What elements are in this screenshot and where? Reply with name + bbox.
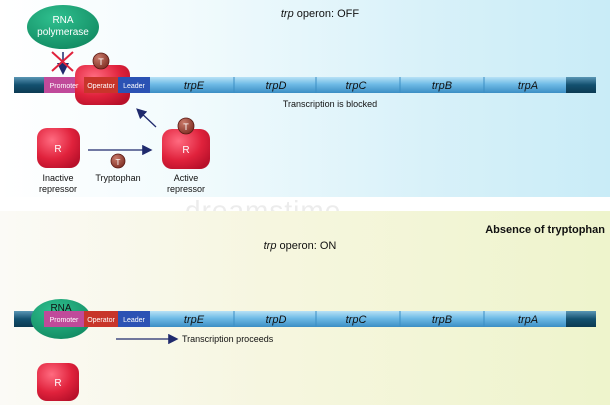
off-title: trp operon: OFF <box>281 8 360 20</box>
active-repressor-label-line2: repressor <box>167 184 205 194</box>
promoter-region <box>44 77 84 93</box>
operator-region <box>84 77 118 93</box>
operator-region-on <box>84 311 118 327</box>
off-title-gene: trp <box>281 8 294 20</box>
rna-polymerase-label-line2: polymerase <box>37 27 89 38</box>
on-title-gene: trp <box>264 240 277 252</box>
gene-label-trpD: trpD <box>266 80 287 92</box>
active-repressor-symbol: R <box>182 145 189 156</box>
gene-label-on-trpA: trpA <box>518 314 538 326</box>
off-title-rest: operon: OFF <box>294 8 360 20</box>
promoter-label-on: Promoter <box>50 317 79 324</box>
tryptophan-label: Tryptophan <box>95 173 140 183</box>
inactive-repressor-label-line2: repressor <box>39 184 77 194</box>
gene-label-on-trpD: trpD <box>266 314 287 326</box>
dna-right-end-on <box>566 311 596 327</box>
status-text-blocked: Transcription is blocked <box>283 99 377 109</box>
gene-label-trpA: trpA <box>518 80 538 92</box>
panel-divider <box>0 197 610 211</box>
free-repressor <box>37 363 79 401</box>
inactive-repressor-symbol: R <box>54 144 61 155</box>
bound-tryptophan-symbol: T <box>98 57 104 67</box>
tryptophan <box>110 153 126 169</box>
active-repressor-tryptophan-symbol: T <box>183 122 189 132</box>
on-title: trp operon: ON <box>264 240 337 252</box>
bound-tryptophan <box>92 52 110 70</box>
gene-label-trpB: trpB <box>432 80 452 92</box>
active-repressor-label-line1: Active <box>174 173 199 183</box>
operator-label-on: Operator <box>87 317 115 324</box>
inactive-repressor <box>37 128 80 168</box>
gene-label-on-trpB: trpB <box>432 314 452 326</box>
active-repressor <box>162 129 210 169</box>
promoter-label: Promoter <box>50 83 79 90</box>
operon-on-graphics: Absence of tryptophan trp operon: ON RNA… <box>14 224 605 401</box>
leader-region-on <box>118 311 150 327</box>
gene-label-on-trpE: trpE <box>184 314 205 326</box>
tryptophan-symbol: T <box>116 158 121 167</box>
operator-label: Operator <box>87 83 115 90</box>
operon-off-panel: RNA polymerase Promoter Operator Leader … <box>0 0 610 197</box>
leader-label-on: Leader <box>123 317 145 324</box>
on-heading: Absence of tryptophan <box>485 224 605 236</box>
dna-strand <box>14 77 596 93</box>
inactive-repressor-label-line1: Inactive <box>42 173 73 183</box>
dna-left-end <box>14 77 44 93</box>
rna-polymerase-on-label: RNA <box>50 303 71 314</box>
gene-label-trpE: trpE <box>184 80 205 92</box>
leader-region <box>118 77 150 93</box>
rna-polymerase-label-line1: RNA <box>52 15 73 26</box>
leader-label: Leader <box>123 83 145 90</box>
on-title-rest: operon: ON <box>276 240 336 252</box>
gene-label-trpC: trpC <box>346 80 367 92</box>
gene-label-on-trpC: trpC <box>346 314 367 326</box>
promoter-region-on <box>44 311 84 327</box>
free-repressor-symbol: R <box>54 378 61 389</box>
status-text-proceeds: Transcription proceeds <box>182 334 274 344</box>
operon-on-panel: Absence of tryptophan trp operon: ON RNA… <box>0 211 610 405</box>
binding-arrow <box>136 108 157 128</box>
blocked-x-icon <box>51 51 74 72</box>
dna-right-end <box>566 77 596 93</box>
active-repressor-tryptophan <box>177 117 195 135</box>
rna-polymerase <box>27 5 99 49</box>
operon-off-graphics: RNA polymerase Promoter Operator Leader … <box>14 5 596 194</box>
